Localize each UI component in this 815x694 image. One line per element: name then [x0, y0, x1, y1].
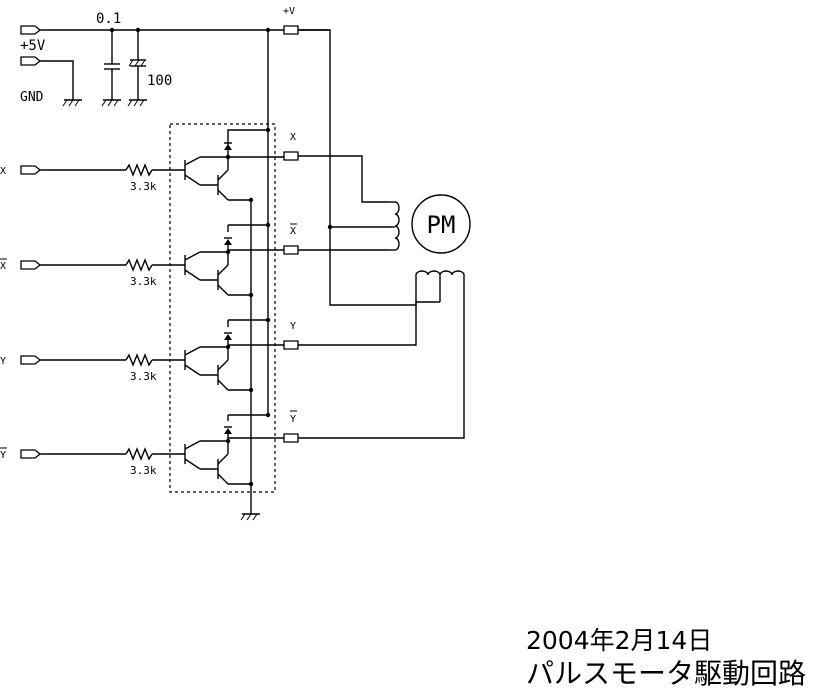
channel-y — [20, 317, 299, 393]
cap-big-hatch — [134, 59, 140, 67]
gnd-input-wire — [40, 60, 74, 100]
input-x-terminal — [20, 165, 42, 175]
wire-x-to-coil — [298, 155, 390, 203]
wire-ybar-to-coil — [298, 275, 465, 439]
cap-small-label: 0.1 — [96, 11, 121, 27]
input-xbar-label: X — [0, 261, 6, 272]
pulse-motor-symbol — [411, 194, 471, 254]
diode-bus-wire — [227, 129, 268, 145]
motor-label: PM — [427, 211, 456, 239]
channel-ybar — [20, 412, 299, 487]
flyback-diode — [224, 239, 232, 245]
channel-xbar — [20, 222, 299, 298]
input-xbar-terminal — [20, 260, 42, 270]
resistor-x-label: 3.3k — [130, 180, 157, 193]
wire-y-to-coil — [298, 302, 417, 346]
coil-y — [415, 270, 465, 303]
driver-ic-boundary — [169, 123, 276, 493]
ground-symbol — [101, 99, 121, 107]
output-ybar-terminal — [283, 433, 299, 443]
resistor-x — [125, 163, 153, 177]
resistor-y-label: 3.3k — [130, 370, 157, 383]
input-x-label: X — [0, 166, 6, 177]
input-ybar-label: Y — [0, 450, 6, 461]
vplus-motor-wire — [298, 29, 417, 306]
ground-symbol — [240, 513, 260, 521]
vplus-label: +V — [283, 6, 295, 17]
resistor-y — [125, 353, 153, 367]
input-y-terminal — [20, 355, 42, 365]
vplus-terminal — [283, 25, 299, 35]
output-ybar-label: Y — [290, 414, 296, 425]
cap-big-hatch — [128, 59, 134, 67]
cap-big-label: 100 — [147, 73, 172, 89]
cap-big-hatch — [140, 59, 146, 67]
caption-date: 2004年2月14日 — [526, 626, 713, 655]
gnd-label: GND — [20, 90, 44, 105]
vcc-input-terminal — [20, 25, 42, 35]
output-xbar-terminal — [283, 245, 299, 255]
input-y-label: Y — [0, 356, 6, 367]
channel-x — [20, 142, 299, 203]
flyback-diode — [224, 428, 232, 434]
plus5v-label: +5V — [20, 38, 46, 54]
resistor-xbar-label: 3.3k — [130, 275, 157, 288]
output-y-label: Y — [290, 321, 296, 332]
output-xbar-label: X — [290, 226, 296, 237]
flyback-diode — [224, 334, 232, 340]
gnd-input-terminal — [20, 56, 42, 66]
flyback-diode — [224, 144, 232, 150]
output-x-terminal — [283, 151, 299, 161]
ground-symbol — [62, 99, 82, 107]
resistor-ybar — [125, 447, 153, 461]
output-y-terminal — [283, 340, 299, 350]
resistor-ybar-label: 3.3k — [130, 464, 157, 477]
input-ybar-terminal — [20, 449, 42, 459]
ground-symbol — [127, 99, 147, 107]
resistor-xbar — [125, 258, 153, 272]
output-x-label: X — [290, 132, 296, 143]
coil-x — [390, 201, 400, 251]
caption-title: パルスモータ駆動回路 — [526, 657, 807, 690]
